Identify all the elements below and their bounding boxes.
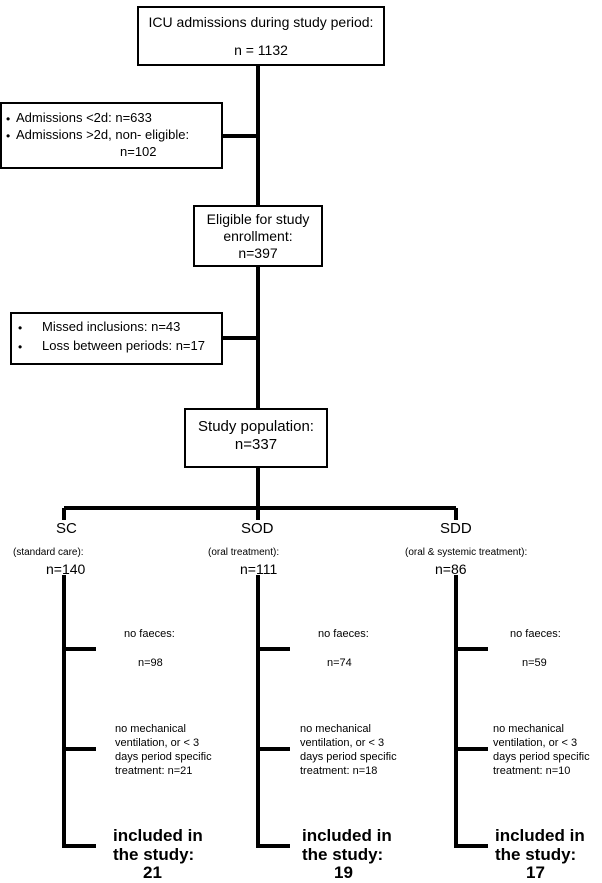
eligible-line-1: Eligible for study — [206, 211, 310, 227]
group-sc-count: n=140 — [46, 561, 86, 577]
group-sod-included-line-1: included in — [302, 826, 392, 845]
eligible-line-2: enrollment: — [223, 228, 293, 244]
excluded-box-1: • Admissions <2d: n=633 • Admissions >2d… — [0, 102, 223, 169]
group-sod-included-count: 19 — [334, 863, 353, 882]
group-sc-included-line-2: the study: — [113, 845, 195, 864]
group-sc-excl-line-2: ventilation, or < 3 — [115, 737, 200, 749]
group-sdd-excl-line-4: treatment: n=10 — [493, 765, 571, 777]
excluded-1-line-2: Admissions >2d, non- eligible: — [16, 127, 190, 142]
group-sdd-excl-line-2: ventilation, or < 3 — [493, 737, 578, 749]
admissions-count: n = 1132 — [234, 42, 288, 58]
group-sdd-included-line-2: the study: — [495, 845, 577, 864]
group-sod-no-faeces: no faeces: — [318, 628, 369, 640]
admissions-box: ICU admissions during study period: n = … — [137, 6, 385, 66]
group-sc-included-count: 21 — [143, 863, 162, 882]
group-sc-no-faeces: no faeces: — [124, 628, 175, 640]
group-sdd-desc: (oral & systemic treatment): — [405, 547, 528, 558]
excluded-1-line-3: n=102 — [120, 144, 157, 159]
group-sdd-count: n=86 — [435, 561, 467, 577]
group-sc-excl-line-1: no mechanical — [115, 723, 186, 735]
group-sdd-abbr: SDD — [440, 520, 472, 537]
admissions-title: ICU admissions during study period: — [148, 14, 374, 30]
group-sod-no-faeces-count: n=74 — [327, 657, 352, 669]
group-sc-excl-line-4: treatment: n=21 — [115, 765, 193, 777]
bullet-icon: • — [6, 129, 11, 143]
population-count: n=337 — [234, 436, 278, 453]
excluded-1-line-1: Admissions <2d: n=633 — [16, 110, 152, 125]
group-sdd-included-line-1: included in — [495, 826, 585, 845]
excluded-2-line-2: Loss between periods: n=17 — [42, 338, 205, 353]
group-sc-excl-line-3: days period specific — [115, 751, 212, 763]
group-sdd-included-count: 17 — [526, 863, 545, 882]
bullet-icon: • — [18, 321, 23, 335]
bullet-icon: • — [6, 112, 11, 126]
group-sod-included-line-2: the study: — [302, 845, 384, 864]
group-sc-no-faeces-count: n=98 — [138, 657, 163, 669]
group-sc-desc: (standard care): — [13, 547, 84, 558]
group-sod-abbr: SOD — [241, 520, 274, 537]
group-sdd-excl-line-1: no mechanical — [493, 723, 564, 735]
population-title: Study population: — [198, 418, 314, 435]
eligible-count: n=397 — [238, 245, 278, 261]
excluded-2-line-1: Missed inclusions: n=43 — [42, 319, 181, 334]
excluded-box-2: • Missed inclusions: n=43 • Loss between… — [10, 312, 223, 365]
group-sod-excl-line-1: no mechanical — [300, 723, 371, 735]
group-sod-excl-line-2: ventilation, or < 3 — [300, 737, 385, 749]
group-sdd-no-faeces-count: n=59 — [522, 657, 547, 669]
eligible-box: Eligible for study enrollment: n=397 — [193, 205, 323, 267]
group-sod-desc: (oral treatment): — [208, 547, 280, 558]
group-sc-abbr: SC — [56, 520, 77, 537]
population-box: Study population: n=337 — [184, 408, 328, 468]
group-sod-excl-line-4: treatment: n=18 — [300, 765, 378, 777]
group-sod-excl-line-3: days period specific — [300, 751, 397, 763]
bullet-icon: • — [18, 340, 23, 354]
group-sc-included-line-1: included in — [113, 826, 203, 845]
group-sdd-excl-line-3: days period specific — [493, 751, 590, 763]
group-sod-count: n=111 — [240, 561, 278, 577]
group-sdd-no-faeces: no faeces: — [510, 628, 561, 640]
